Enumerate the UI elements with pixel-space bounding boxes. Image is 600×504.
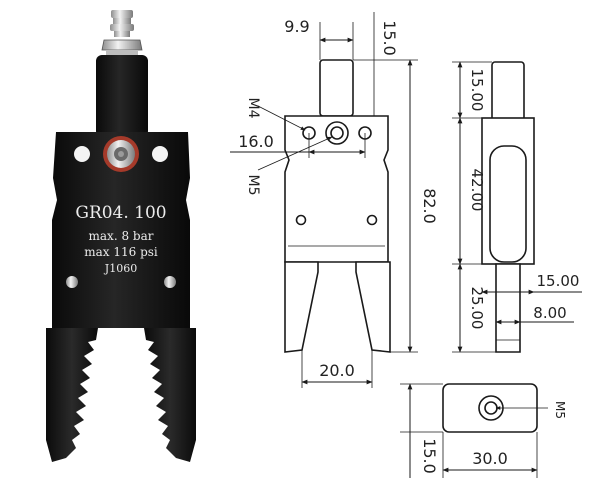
dim-side-jaw-label: 8.00 xyxy=(533,304,566,322)
bottom-thread-label: M5 xyxy=(553,401,567,419)
mount-hole-left xyxy=(74,146,90,162)
thread-m4-label: M4 xyxy=(245,98,261,119)
serial-code-label: J1060 xyxy=(104,262,137,275)
pressure-bar-label: max. 8 bar xyxy=(89,229,154,243)
screw-right xyxy=(164,276,176,288)
model-label: GR04. 100 xyxy=(75,203,166,223)
right-serrated-jaw xyxy=(144,328,196,462)
mount-hole-right xyxy=(152,146,168,162)
dim-side-top-label: 15.00 xyxy=(468,69,486,112)
left-serrated-jaw xyxy=(46,328,98,462)
dim-side-bottom-label: 25.00 xyxy=(468,287,486,330)
dim-jaw-height-label: 15.0 xyxy=(380,20,399,56)
dim-bottom-depth-label: 15.0 xyxy=(420,438,439,474)
dim-hole-spacing-label: 16.0 xyxy=(238,132,274,151)
air-fitting-icon xyxy=(101,10,143,55)
center-port-icon xyxy=(103,136,139,172)
dim-jaw-width-label: 20.0 xyxy=(319,361,355,380)
side-view-drawing: 15.00 42.00 25.00 15.00 8.00 xyxy=(452,61,582,353)
dim-bottom-length-label: 30.0 xyxy=(472,449,508,468)
screw-left xyxy=(66,276,78,288)
gripper-main-body xyxy=(52,132,190,328)
dim-side-body-label: 42.00 xyxy=(468,169,486,212)
pressure-psi-label: max 116 psi xyxy=(84,245,158,259)
dim-total-height-label: 82.0 xyxy=(420,188,439,224)
cylinder-body xyxy=(96,55,148,137)
thread-m5-label: M5 xyxy=(245,175,261,196)
bottom-view-drawing: M5 15.0 30.0 xyxy=(400,383,567,478)
gripper-product-photo: GR04. 100 max. 8 bar max 116 psi J1060 xyxy=(46,10,196,462)
dim-top-offset-label: 9.9 xyxy=(284,17,309,36)
front-view-drawing: 9.9 15.0 82.0 M4 16.0 M5 20.0 xyxy=(230,12,439,388)
dim-side-width-label: 15.00 xyxy=(537,272,580,290)
